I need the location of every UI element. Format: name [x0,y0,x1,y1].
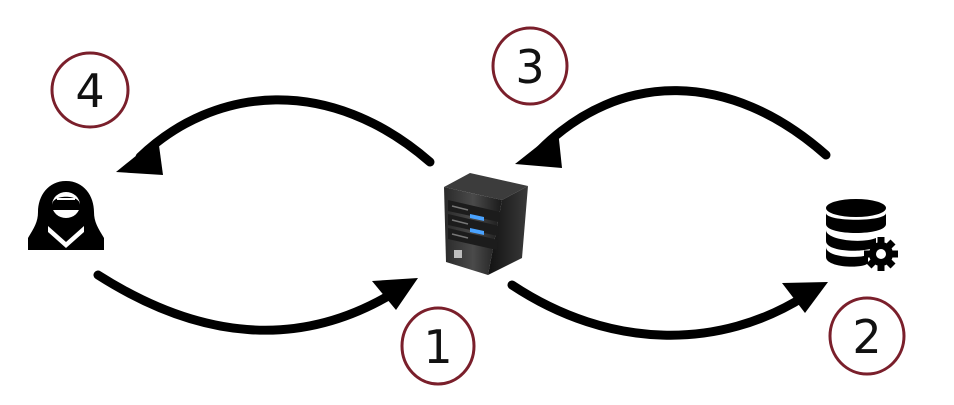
arrow-step-3 [515,86,831,168]
arrow-step-1 [93,270,418,335]
step-label-2: 2 [852,310,881,364]
step-label-4: 4 [75,64,104,118]
arrow-step-2 [507,280,828,340]
step-label-1: 1 [423,320,452,374]
server-tower-icon [444,173,528,275]
arrows [93,86,831,340]
step-label-3: 3 [515,40,544,94]
hooded-hacker-icon [28,181,104,250]
step-circle-4: 4 [50,51,130,129]
arrow-step-4 [116,95,435,175]
step-circle-1: 1 [400,306,476,386]
step-circle-2: 2 [828,296,906,376]
database-gear-icon [826,199,898,271]
step-circle-3: 3 [491,26,569,106]
